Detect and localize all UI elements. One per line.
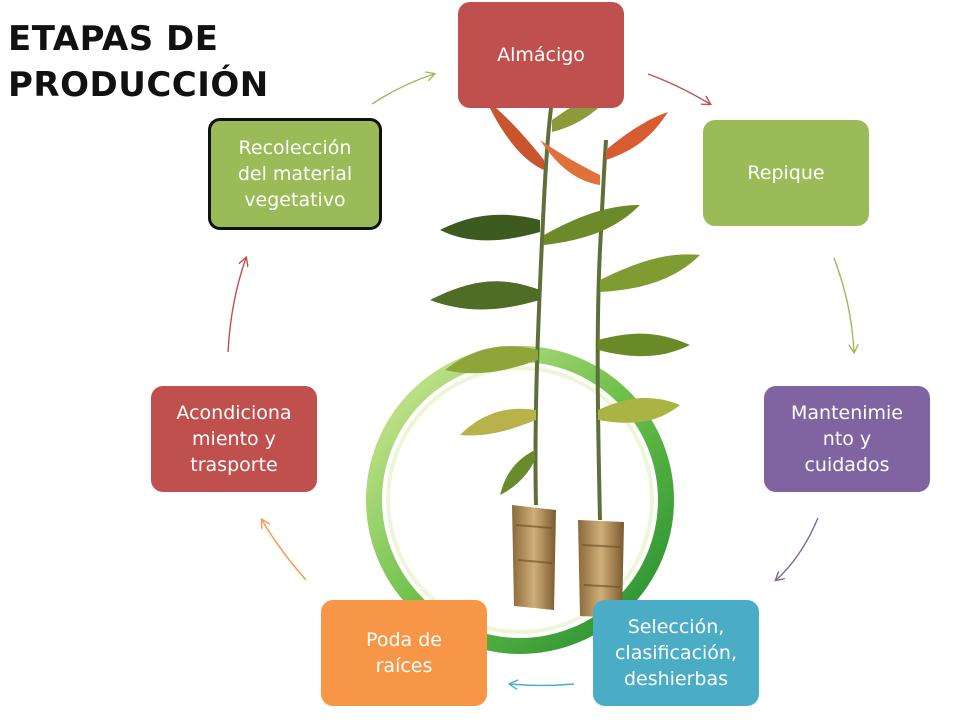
stage-acondicionamiento: Acondiciona miento y trasporte [151,386,317,492]
page-title: ETAPAS DE PRODUCCIÓN [8,16,269,108]
stage-seleccion-label: Selección, clasificación, deshierbas [614,616,738,690]
stage-mantenimiento-label: Mantenimie nto y cuidados [790,402,903,476]
arrow-almacigo-to-repique [647,73,710,104]
arrow-repique-to-mantenimiento [833,257,854,352]
stage-recoleccion-label: Recolección del material vegetativo [237,137,353,211]
title-line-1: ETAPAS DE [8,19,219,59]
seedling-plugs [512,505,624,618]
stage-poda: Poda de raíces [321,600,487,706]
cycle-arrows [227,73,854,686]
seedling-leaves [430,86,700,495]
arrow-seleccion-to-poda [510,684,575,686]
stage-mantenimiento: Mantenimie nto y cuidados [764,386,930,492]
arrow-mantenimiento-to-seleccion [776,517,819,580]
stage-almacigo: Almácigo [458,2,624,108]
stage-almacigo-label: Almácigo [497,44,585,66]
stage-repique-label: Repique [747,162,825,184]
seedling-stems [533,99,608,521]
stage-repique: Repique [703,120,869,226]
arrow-acondicionamiento-to-recoleccion [227,258,246,353]
stage-acondicionamiento-label: Acondiciona miento y trasporte [176,402,292,476]
title-line-2: PRODUCCIÓN [8,65,269,105]
arrow-recoleccion-to-almacigo [371,74,434,105]
stage-poda-label: Poda de raíces [366,629,442,677]
stage-seleccion: Selección, clasificación, deshierbas [593,600,759,706]
stage-recoleccion: Recolección del material vegetativo [208,118,382,230]
arrow-poda-to-acondicionamiento [262,520,307,581]
